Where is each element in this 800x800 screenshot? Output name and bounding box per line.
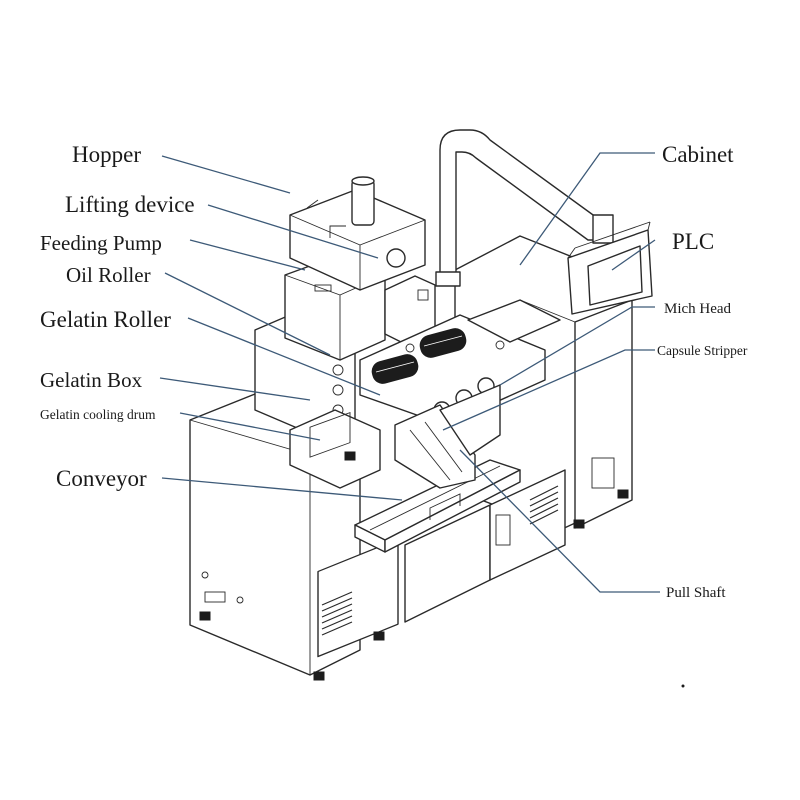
label-mich-head: Mich Head (664, 301, 732, 317)
cooling-drum-body (289, 409, 381, 489)
leader-pull-shaft (459, 449, 660, 593)
label-cabinet: Cabinet (662, 142, 734, 167)
plc-panel (567, 221, 653, 315)
leader-cooling-drum (179, 412, 321, 441)
label-gelatin-cooling-drum: Gelatin cooling drum (40, 407, 156, 422)
label-pull-shaft: Pull Shaft (666, 585, 726, 601)
leader-conveyor (161, 477, 403, 501)
leader-plc (611, 239, 656, 271)
leader-lifting-device (207, 204, 379, 259)
leader-lines (159, 152, 660, 593)
leader-gelatin-box (159, 377, 311, 401)
hopper-body (289, 176, 426, 291)
leader-hopper (161, 155, 291, 194)
gelatin-rollers (371, 328, 467, 384)
right-vent (529, 485, 559, 525)
leader-cabinet (519, 152, 655, 266)
label-conveyor: Conveyor (56, 466, 147, 491)
leader-gelatin-roller (187, 317, 381, 396)
machine-illustration (189, 129, 685, 688)
leader-oil-roller (164, 272, 331, 356)
chute (394, 384, 501, 489)
left-vent (321, 591, 353, 636)
label-oil-roller: Oil Roller (66, 263, 151, 287)
labels: Hopper Lifting device Feeding Pump Oil R… (40, 142, 748, 601)
conveyor-body (354, 459, 521, 553)
leader-mich-head (499, 306, 655, 386)
label-hopper: Hopper (72, 142, 141, 167)
label-feeding-pump: Feeding Pump (40, 231, 162, 255)
label-gelatin-roller: Gelatin Roller (40, 307, 171, 332)
leader-capsule-stripper (442, 349, 655, 431)
label-capsule-stripper: Capsule Stripper (657, 343, 748, 358)
label-lifting-device: Lifting device (65, 192, 195, 217)
label-plc: PLC (672, 229, 714, 254)
center-cabinet (404, 469, 566, 623)
leader-feeding-pump (189, 239, 306, 271)
plc-arm (435, 129, 614, 287)
label-gelatin-box: Gelatin Box (40, 368, 143, 392)
